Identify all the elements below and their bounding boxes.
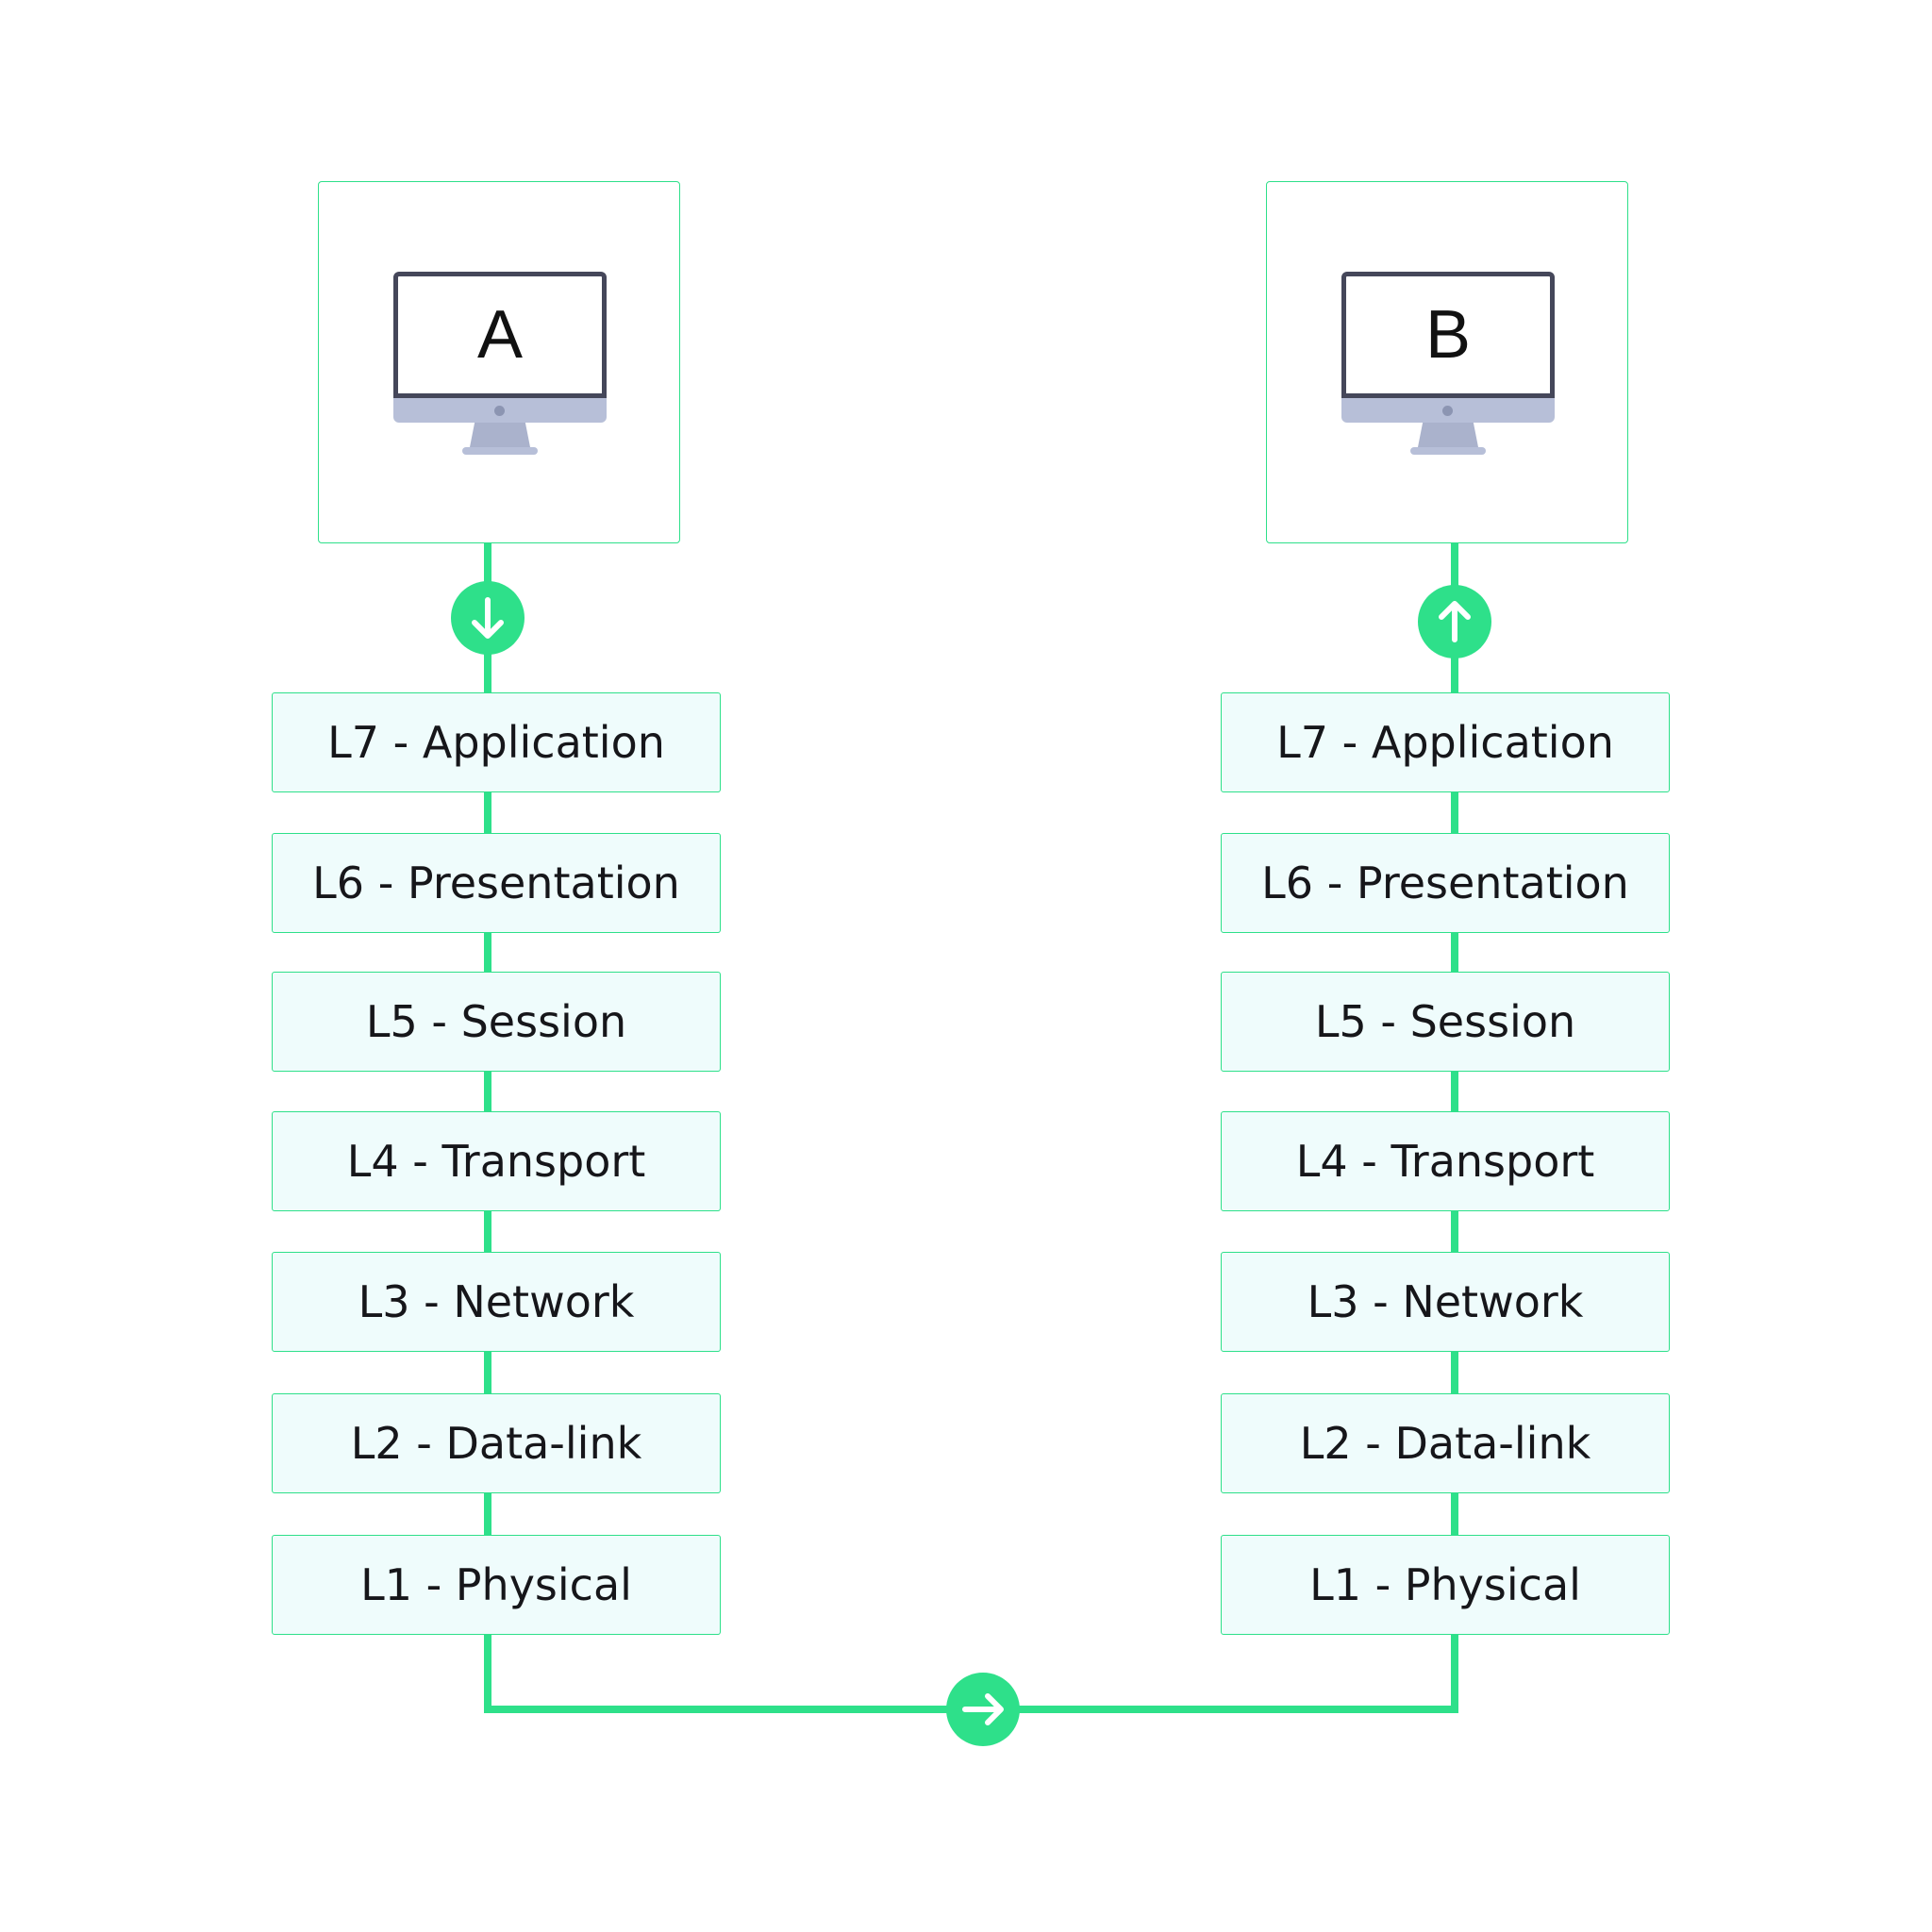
host-b-layer-l7: L7 - Application xyxy=(1221,692,1670,792)
monitor-icon: A xyxy=(393,272,607,455)
monitor-foot xyxy=(1410,447,1486,455)
host-b-box: B xyxy=(1266,181,1628,543)
monitor-chin xyxy=(1341,398,1555,423)
monitor-neck xyxy=(470,423,530,447)
host-a-layer-l6: L6 - Presentation xyxy=(272,833,721,933)
monitor-neck xyxy=(1418,423,1478,447)
monitor-screen: A xyxy=(393,272,607,398)
host-a-layer-l4: L4 - Transport xyxy=(272,1111,721,1211)
host-a-label: A xyxy=(476,297,524,373)
monitor-icon: B xyxy=(1341,272,1555,455)
arrow-up-icon xyxy=(1418,585,1491,658)
host-b-layer-l1: L1 - Physical xyxy=(1221,1535,1670,1635)
host-a-box: A xyxy=(318,181,680,543)
host-a-layer-l1: L1 - Physical xyxy=(272,1535,721,1635)
host-a-layer-l3: L3 - Network xyxy=(272,1252,721,1352)
monitor-screen: B xyxy=(1341,272,1555,398)
host-a-layer-l5: L5 - Session xyxy=(272,972,721,1072)
host-a-layer-l2: L2 - Data-link xyxy=(272,1393,721,1493)
host-b-layer-l2: L2 - Data-link xyxy=(1221,1393,1670,1493)
monitor-chin xyxy=(393,398,607,423)
monitor-power-dot xyxy=(494,406,505,416)
host-b-layer-l6: L6 - Presentation xyxy=(1221,833,1670,933)
arrow-down-icon xyxy=(451,581,525,655)
host-b-label: B xyxy=(1424,297,1472,373)
monitor-power-dot xyxy=(1442,406,1453,416)
host-b-layer-l4: L4 - Transport xyxy=(1221,1111,1670,1211)
host-b-layer-l5: L5 - Session xyxy=(1221,972,1670,1072)
monitor-foot xyxy=(462,447,538,455)
arrow-right-icon xyxy=(946,1673,1020,1746)
host-a-layer-l7: L7 - Application xyxy=(272,692,721,792)
host-b-layer-l3: L3 - Network xyxy=(1221,1252,1670,1352)
